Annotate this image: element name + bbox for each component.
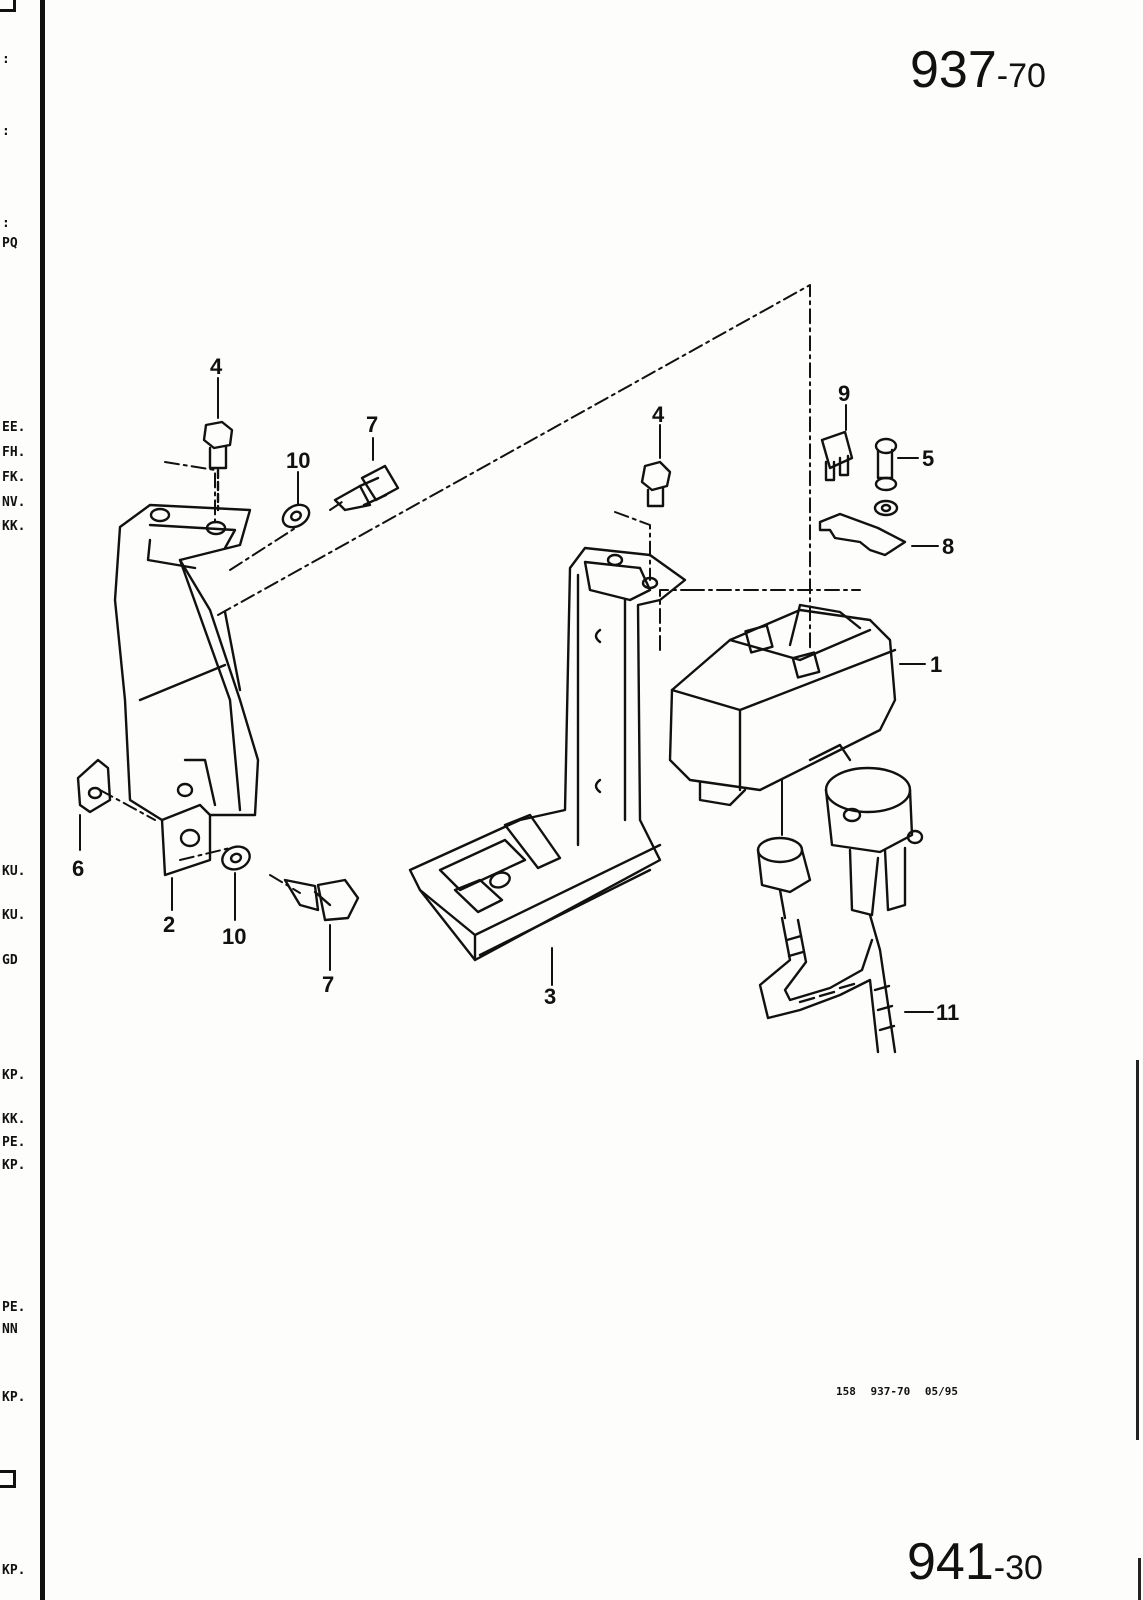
fuse-part-9 bbox=[820, 430, 854, 482]
right-edge-mark bbox=[1136, 1060, 1139, 1440]
binding-edge-line bbox=[40, 0, 45, 1600]
connector-large bbox=[824, 766, 924, 917]
callout-10-bottom: 10 bbox=[222, 924, 246, 949]
clip-part-6 bbox=[76, 758, 112, 814]
margin-code: PE. bbox=[2, 1135, 26, 1150]
margin-code: KP. bbox=[2, 1158, 26, 1173]
margin-code: FH. bbox=[2, 445, 26, 460]
margin-tab-mark-bottom bbox=[0, 1470, 16, 1488]
margin-code: PE. bbox=[2, 1300, 26, 1315]
callout-4-center: 4 bbox=[652, 402, 665, 427]
bracket-part-3 bbox=[408, 546, 687, 962]
callout-8: 8 bbox=[942, 534, 954, 559]
margin-code: NV. bbox=[2, 495, 26, 510]
callout-4-left: 4 bbox=[210, 354, 223, 379]
page-number: 937 bbox=[910, 41, 997, 99]
margin-code: NN bbox=[2, 1322, 18, 1337]
plate-part-8 bbox=[818, 512, 907, 557]
margin-code: PQ bbox=[2, 236, 18, 251]
bolt-part-4-center bbox=[640, 460, 672, 508]
callout-11: 11 bbox=[936, 1000, 959, 1025]
washer-part-10-top bbox=[281, 503, 311, 529]
margin-tab-mark-top bbox=[0, 0, 16, 12]
drawing-footer-code: 158 937-70 05/95 bbox=[836, 1385, 958, 1398]
margin-code: KP. bbox=[2, 1390, 26, 1405]
page-number: 941 bbox=[907, 1533, 994, 1591]
assembly-guide-lines bbox=[99, 284, 861, 894]
margin-code: KK. bbox=[2, 1112, 26, 1127]
margin-code: GD bbox=[2, 953, 18, 968]
callout-5: 5 bbox=[922, 446, 934, 471]
callout-9: 9 bbox=[838, 381, 850, 406]
callout-6: 6 bbox=[72, 856, 84, 881]
margin-code: KU. bbox=[2, 864, 26, 879]
callout-1: 1 bbox=[930, 652, 942, 677]
page-suffix: -70 bbox=[996, 57, 1046, 95]
screw-part-7-bottom bbox=[283, 878, 360, 922]
margin-code: : bbox=[2, 52, 10, 67]
bracket-part-2 bbox=[113, 503, 260, 877]
callout-leader-lines bbox=[79, 377, 939, 1013]
screw-part-7-top bbox=[333, 464, 400, 512]
callout-10-top: 10 bbox=[286, 448, 310, 473]
bolt-part-4-left bbox=[202, 420, 234, 512]
callout-3: 3 bbox=[544, 984, 556, 1009]
callout-labels: 4 7 10 6 2 10 7 4 3 9 5 8 1 11 bbox=[72, 354, 959, 1025]
margin-code: KP. bbox=[2, 1068, 26, 1083]
margin-code: KU. bbox=[2, 908, 26, 923]
margin-code: KK. bbox=[2, 519, 26, 534]
margin-code: EE. bbox=[2, 420, 26, 435]
right-edge-mark-bottom bbox=[1138, 1558, 1141, 1600]
margin-code: : bbox=[2, 216, 10, 231]
page-reference-bottom: 941-30 bbox=[907, 1532, 1043, 1592]
margin-code: KP. bbox=[2, 1563, 26, 1578]
washer-part-10-bottom bbox=[221, 845, 251, 871]
page-reference-top: 937-70 bbox=[910, 40, 1046, 100]
page-suffix: -30 bbox=[993, 1549, 1043, 1587]
screw-part-5 bbox=[873, 437, 899, 517]
relay-part-1 bbox=[668, 603, 897, 807]
callout-7-top: 7 bbox=[366, 412, 378, 437]
margin-code: FK. bbox=[2, 470, 26, 485]
callout-7-bottom: 7 bbox=[322, 972, 334, 997]
connector-small bbox=[756, 836, 812, 920]
margin-code: : bbox=[2, 124, 10, 139]
wire-harness-part-11 bbox=[758, 913, 897, 1054]
callout-2: 2 bbox=[163, 912, 175, 937]
